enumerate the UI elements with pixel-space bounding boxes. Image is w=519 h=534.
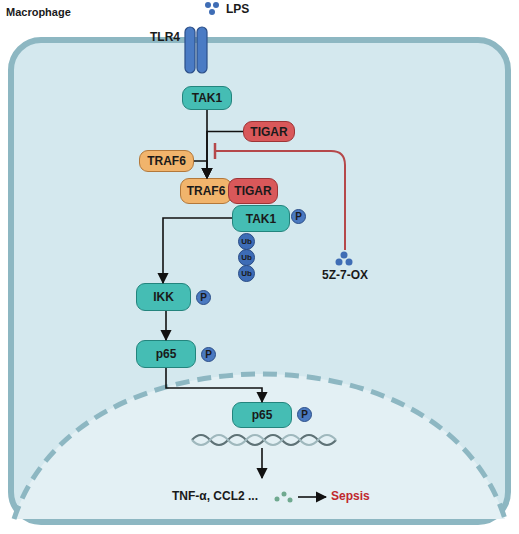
signal-arrow	[194, 161, 207, 178]
signal-arrow	[206, 110, 208, 178]
arrow-line	[298, 496, 326, 498]
protein-box: TIGAR	[243, 121, 295, 142]
ligand-dot	[209, 9, 215, 15]
cytokine-dot	[282, 492, 287, 497]
node-text: p65	[156, 347, 177, 361]
node-text: Ub	[241, 253, 252, 262]
ligand-dot	[205, 2, 211, 8]
phospho-circle: P	[297, 407, 312, 422]
receptor-label: TLR4	[150, 30, 180, 44]
node-text: Ub	[241, 269, 252, 278]
inhibition-bar	[214, 143, 217, 159]
phospho-circle: P	[291, 209, 306, 224]
protein-box: TAK1	[182, 86, 232, 110]
node-text: IKK	[153, 290, 174, 304]
nuclear-envelope	[14, 374, 505, 519]
node-text: P	[295, 211, 302, 222]
inhibitor-dot	[346, 259, 353, 266]
node-text: P	[205, 349, 212, 360]
inhibitor-label: 5Z-7-OX	[322, 268, 368, 282]
node-text: P	[200, 292, 207, 303]
node-text: TAK1	[192, 91, 222, 105]
cell-label: Macrophage	[6, 6, 71, 18]
protein-box: TRAF6	[139, 150, 194, 172]
cytokine-dot	[288, 498, 293, 503]
outcome-label: Sepsis	[331, 489, 370, 503]
cytokine-label: TNF-α, CCL2 ...	[172, 489, 258, 503]
protein-box: TIGAR	[228, 178, 278, 204]
protein-box: IKK	[136, 283, 191, 311]
ubiquitin-circle: Ub	[238, 265, 255, 282]
dna-strand	[192, 435, 336, 445]
node-text: TIGAR	[234, 184, 271, 198]
inhibitor-dot	[336, 259, 343, 266]
signal-arrow	[163, 218, 232, 283]
node-text: TAK1	[246, 212, 276, 226]
node-text: p65	[252, 408, 273, 422]
receptor-symbol	[197, 27, 207, 73]
inhibitor-dot	[341, 252, 348, 259]
ligand-label: LPS	[226, 2, 249, 16]
ligand-dot	[213, 2, 219, 8]
arrow-line	[261, 448, 263, 478]
protein-box: p65	[136, 340, 196, 368]
phospho-circle: P	[201, 347, 216, 362]
receptor-symbol	[185, 27, 195, 73]
cell-membrane	[11, 40, 508, 522]
node-text: TRAF6	[187, 184, 226, 198]
protein-box: p65	[232, 402, 292, 428]
phospho-circle: P	[196, 290, 211, 305]
node-text: TRAF6	[147, 154, 186, 168]
protein-box: TRAF6	[180, 178, 232, 204]
ubiquitin-circle: Ub	[238, 233, 255, 250]
node-text: TIGAR	[250, 125, 287, 139]
dna-strand	[192, 435, 336, 445]
inhibition-line	[215, 151, 345, 250]
signal-arrow	[166, 368, 262, 402]
protein-box: TAK1	[232, 205, 290, 232]
ubiquitin-circle: Ub	[238, 249, 255, 266]
node-text: P	[301, 409, 308, 420]
nucleus-fill	[14, 374, 505, 519]
node-text: Ub	[241, 237, 252, 246]
cytokine-dot	[275, 497, 280, 502]
signal-arrow	[207, 132, 243, 179]
signal-arrow	[165, 311, 167, 340]
